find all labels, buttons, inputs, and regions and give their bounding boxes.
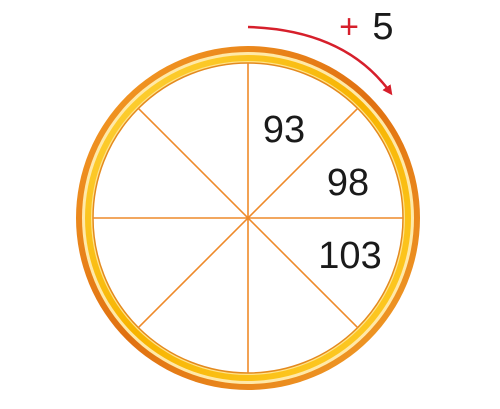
sector-value-1: 93	[263, 109, 305, 151]
step-amount: 5	[372, 6, 393, 48]
step-arrow-icon	[247, 25, 393, 96]
sector-values: 93 98 103	[263, 109, 382, 277]
step-sign: +	[339, 8, 359, 46]
wheel-spokes	[93, 63, 403, 373]
spoke-diagonal-nw-se	[137, 107, 359, 329]
sector-value-3: 103	[318, 235, 381, 277]
sector-value-2: 98	[327, 162, 369, 204]
